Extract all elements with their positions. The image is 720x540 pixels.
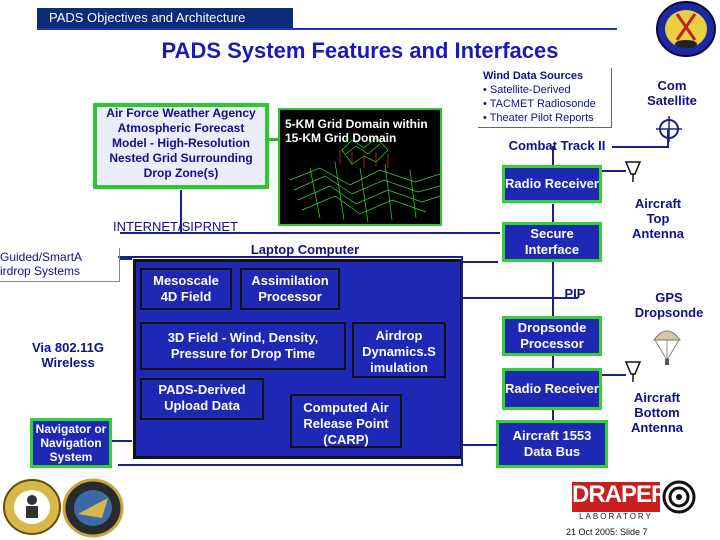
field-3d-box <box>140 322 346 370</box>
draper-logo-word: DRAPER <box>572 481 668 508</box>
connector-line <box>552 146 554 165</box>
pads-emblem-icon <box>656 1 716 57</box>
connector-line <box>463 444 497 446</box>
carp-label: Computed Air Release Point (CARP) <box>303 400 389 447</box>
connector-line <box>180 190 182 232</box>
field-3d-label: 3D Field - Wind, Density, Pressure for D… <box>167 330 319 361</box>
pads-upload-label: PADS-Derived Upload Data <box>158 382 246 413</box>
connector-line <box>120 258 132 260</box>
wind-source-item: • Satellite-Derived <box>483 84 571 96</box>
data-bus-box: Aircraft 1553 Data Bus <box>496 420 608 468</box>
weather-agency-text: Air Force Weather Agency Atmospheric For… <box>106 106 256 180</box>
satellite-dish-icon <box>656 116 682 142</box>
guided-systems-box <box>0 248 120 282</box>
connector-line <box>269 138 279 141</box>
connector-line <box>463 297 578 299</box>
connector-line <box>112 440 132 442</box>
unit-logo-icon <box>3 479 61 535</box>
pads-upload-box <box>140 378 264 420</box>
dropsonde-processor-box: Dropsonde Processor <box>502 316 602 356</box>
header-rule <box>37 28 617 30</box>
connector-line <box>120 232 500 234</box>
parachute-icon <box>653 330 681 365</box>
assimilation-box <box>240 268 340 310</box>
bottom-antenna-icon <box>624 361 642 382</box>
aircraft-bottom-antenna-label: Aircraft Bottom Antenna <box>631 390 683 435</box>
grid-domain-image <box>278 108 442 226</box>
com-satellite-label: Com Satellite <box>647 78 697 108</box>
mesoscale-box <box>140 268 232 310</box>
wind-source-item: • TACMET Radiosonde <box>483 98 596 110</box>
laptop-frame <box>118 256 463 466</box>
connector-line <box>667 130 669 148</box>
guided-line-1: Guided/SmartA <box>0 250 83 264</box>
connector-line <box>462 261 498 263</box>
draper-target-icon <box>662 480 696 514</box>
connector-line <box>552 204 554 222</box>
section-header: PADS Objectives and Architecture <box>37 8 293 28</box>
radio-receiver-top: Radio Receiver <box>502 165 602 203</box>
top-antenna-icon <box>624 161 642 182</box>
connector-line <box>552 262 554 316</box>
grid-domain-line-2: 15-KM Grid Domain <box>285 131 397 145</box>
unit-logo-icon <box>62 478 124 538</box>
grid-domain-line-1: 5-KM Grid Domain within <box>285 117 428 131</box>
secure-interface-box: Secure Interface <box>502 222 602 262</box>
connector-line <box>612 146 668 148</box>
connector-line <box>602 374 626 376</box>
weather-agency-box <box>93 103 269 189</box>
wireless-label: Via 802.11G Wireless <box>31 340 105 370</box>
radio-receiver-bottom: Radio Receiver <box>502 368 602 410</box>
draper-logo-sub: LABORATORY <box>579 512 653 521</box>
wind-source-item: • Theater Pilot Reports <box>483 112 594 124</box>
airdrop-sim-label: Airdrop Dynamics.S imulation <box>362 328 436 375</box>
internet-label: INTERNET/SIPRNET <box>113 219 238 234</box>
connector-line <box>552 356 554 368</box>
connector-line <box>552 410 554 420</box>
laptop-label: Laptop Computer <box>250 242 360 257</box>
navigator-box: Navigator or Navigation System <box>30 418 112 468</box>
airdrop-sim-box <box>352 322 446 378</box>
wind-sources: Wind Data Sources • Satellite-Derived • … <box>483 69 613 125</box>
grid-domain-label: 5-KM Grid Domain within 15-KM Grid Domai… <box>285 117 435 145</box>
guided-systems-label: Guided/SmartA irdrop Systems <box>0 250 120 278</box>
guided-line-2: irdrop Systems <box>0 264 81 278</box>
wind-sources-title: Wind Data Sources <box>483 70 584 82</box>
wind-sources-box <box>478 68 612 128</box>
aircraft-top-antenna-label: Aircraft Top Antenna <box>632 196 684 241</box>
mesoscale-label: Mesoscale 4D Field <box>153 273 219 304</box>
connector-line <box>602 170 626 172</box>
assimilation-label: Assimilation Processor <box>251 273 329 304</box>
gps-dropsonde-label: GPS Dropsonde <box>634 290 704 320</box>
draper-logo: DRAPER <box>572 482 668 512</box>
combat-track-label: Combat Track II <box>508 138 606 153</box>
page-title: PADS System Features and Interfaces <box>161 38 559 63</box>
slide-footer: 21 Oct 2005: Slide 7 <box>566 527 648 537</box>
carp-box <box>290 394 402 448</box>
